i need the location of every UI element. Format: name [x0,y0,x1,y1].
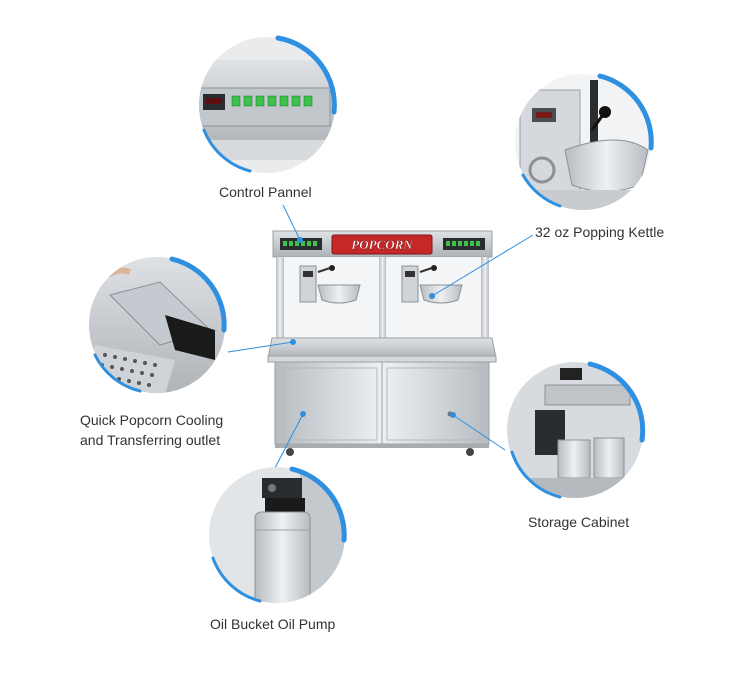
label-cooling-outlet-line1: Quick Popcorn Cooling [80,412,224,428]
left-kettle [299,265,361,304]
detail-storage-cabinet [507,361,646,499]
popcorn-sign-text: POPCORN [351,237,413,252]
detail-cooling-outlet [89,256,227,393]
label-control-panel: Control Pannel [219,184,312,200]
label-oil-pump: Oil Bucket Oil Pump [210,616,336,632]
detail-oil-pump [209,466,347,603]
callout-lines [227,204,534,469]
label-cooling-outlet: Quick Popcorn Cooling and Transferring o… [80,410,223,450]
popcorn-machine: POPCORN [267,230,497,456]
label-storage-cabinet: Storage Cabinet [528,514,630,530]
label-cooling-outlet-line2: and Transferring outlet [80,432,221,448]
detail-control-panel [199,35,337,173]
label-popping-kettle: 32 oz Popping Kettle [535,224,665,240]
popcorn-sign [331,234,433,255]
detail-popping-kettle [515,73,654,210]
